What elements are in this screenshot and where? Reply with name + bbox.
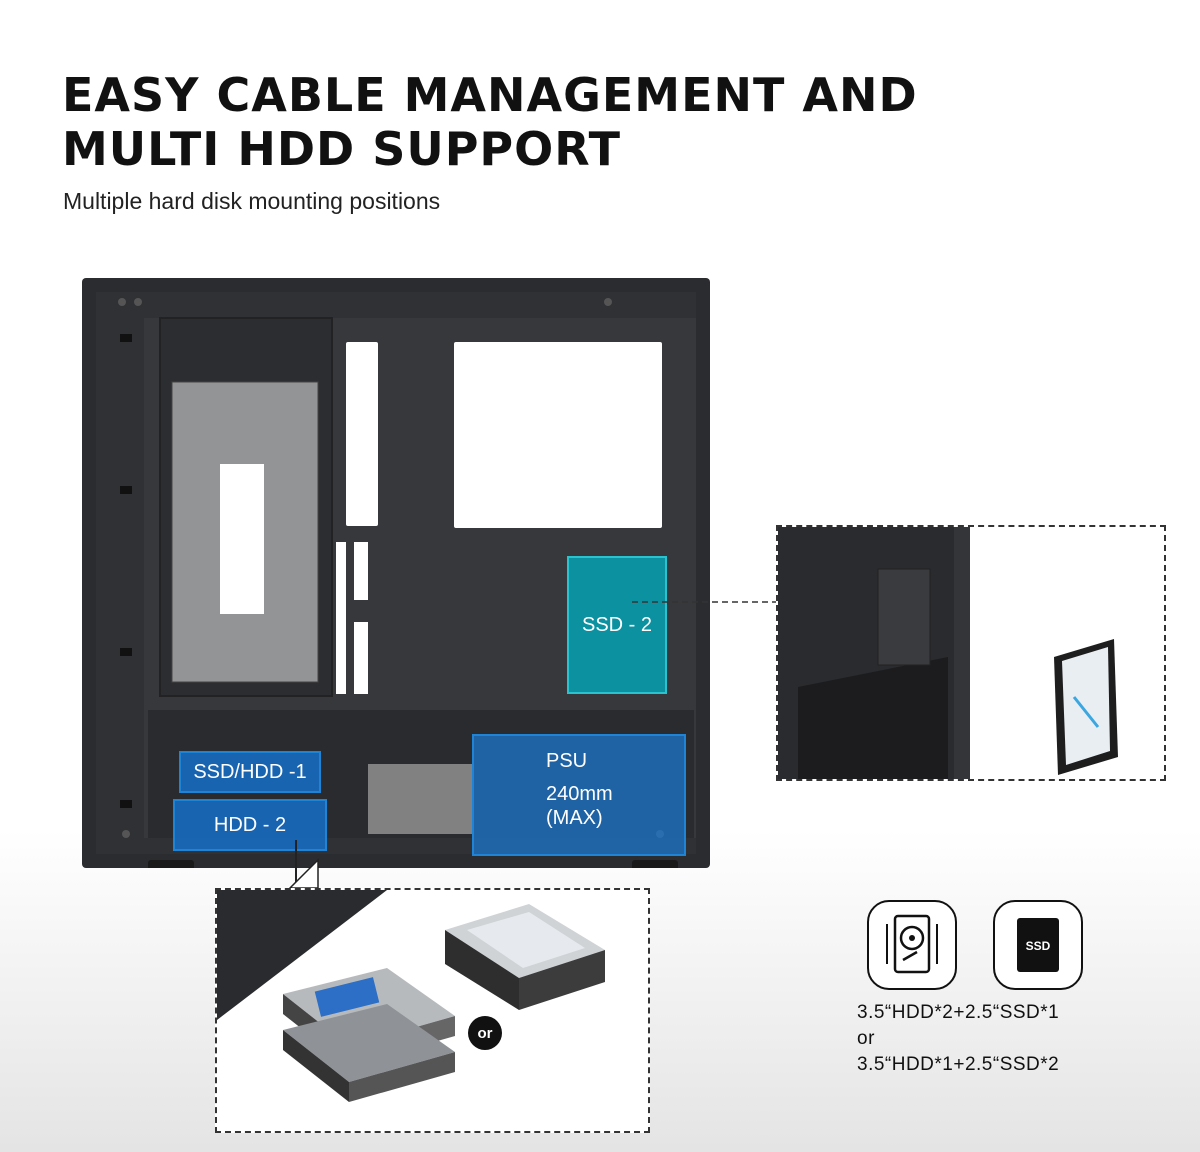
ssd-icon-text: SSD bbox=[1026, 939, 1051, 953]
hdd-2-mount-highlight: HDD - 2 bbox=[173, 799, 327, 851]
spec-line-2: or bbox=[857, 1028, 875, 1049]
hdd-cage-inset bbox=[215, 888, 650, 1133]
psu-bay-highlight: PSU 240mm (MAX) bbox=[472, 734, 686, 856]
spec-line-1: 3.5“HDD*2+2.5“SSD*1 bbox=[857, 1002, 1060, 1023]
spec-line-3: 3.5“HDD*1+2.5“SSD*2 bbox=[857, 1054, 1060, 1075]
hdd-2-label: HDD - 2 bbox=[213, 813, 287, 836]
ssd-2-label: SSD - 2 bbox=[581, 613, 653, 636]
hdd-cage-image bbox=[217, 890, 605, 1102]
ssd-hdd-1-mount-highlight: SSD/HDD -1 bbox=[179, 751, 321, 793]
subtitle: Multiple hard disk mounting positions bbox=[63, 188, 441, 214]
or-badge: or bbox=[468, 1016, 502, 1050]
ssd-icon: SSD bbox=[993, 900, 1083, 990]
page-title: EASY CABLE MANAGEMENT AND MULTI HDD SUPP… bbox=[62, 68, 918, 176]
drive-config-spec: 3.5“HDD*2+2.5“SSD*1 or 3.5“HDD*1+2.5“SSD… bbox=[857, 1000, 1059, 1078]
ssd-2-mount-highlight: SSD - 2 bbox=[567, 556, 667, 694]
hard-disk-icon bbox=[867, 900, 957, 990]
psu-label: PSU bbox=[546, 750, 588, 772]
ssd-hdd-1-label: SSD/HDD -1 bbox=[193, 760, 307, 783]
title-line-1: EASY CABLE MANAGEMENT AND bbox=[62, 68, 918, 122]
ssd-bracket-image bbox=[778, 527, 1118, 779]
title-line-2: MULTI HDD SUPPORT bbox=[62, 122, 621, 176]
psu-size-label: 240mm (MAX) bbox=[546, 783, 613, 829]
ssd-bracket-inset bbox=[776, 525, 1166, 781]
